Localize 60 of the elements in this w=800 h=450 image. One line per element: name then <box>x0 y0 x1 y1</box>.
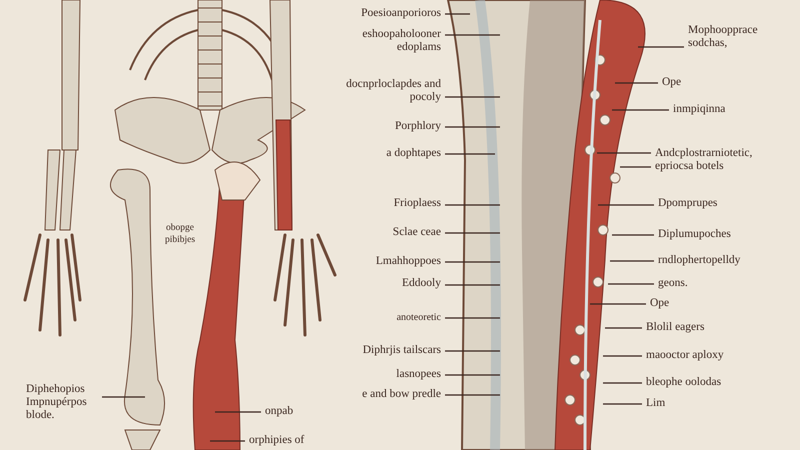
part-label: Lim <box>646 397 666 410</box>
leader-line <box>638 46 684 48</box>
part-label: Diplumupoches <box>658 228 732 241</box>
part-label: Frioplaess <box>392 197 441 210</box>
part-label: rndlophertopelldy <box>658 254 742 267</box>
part-label: bleophe oolodas <box>646 376 722 389</box>
leader-line <box>612 109 669 111</box>
part-label: Blolil eagers <box>646 321 706 334</box>
leader-line <box>215 411 261 413</box>
part-label: docnprloclapdes and pocoly <box>345 78 441 104</box>
part-label: Dpomprupes <box>658 197 718 210</box>
part-label: geons. <box>658 277 689 290</box>
leader-line <box>597 152 651 154</box>
leader-line <box>445 126 500 128</box>
leader-line <box>605 327 642 329</box>
part-label: onpab <box>265 405 294 418</box>
part-label: orphipies of <box>249 434 306 447</box>
part-label: anoteoretic <box>396 311 441 324</box>
part-label: Ope <box>662 76 682 89</box>
part-label: Andcplostrarniotetic, epriocsa botels <box>655 147 754 173</box>
leader-line <box>603 382 642 384</box>
leader-line <box>445 261 500 263</box>
part-label: Sclae ceae <box>392 226 441 239</box>
leader-line <box>612 234 654 236</box>
leader-line <box>608 283 654 285</box>
part-label: Diphrjis tailscars <box>362 344 441 357</box>
leader-line <box>603 403 642 405</box>
leader-line <box>445 394 500 396</box>
part-label: eshoopaholooner edoplams <box>361 28 441 54</box>
part-label: maooctor aploxy <box>646 349 725 362</box>
leader-line <box>102 396 145 398</box>
part-label: Eddooly <box>401 277 441 290</box>
leader-line <box>210 440 245 442</box>
leader-line <box>445 96 500 98</box>
leader-line <box>445 232 500 234</box>
part-label: Porphlory <box>394 120 441 133</box>
part-label: inmpiqinna <box>673 103 726 116</box>
part-label: Diphehopios Impnupérpos blode. <box>26 383 88 422</box>
leader-line <box>445 34 500 36</box>
part-label: Poesioanporioros <box>360 7 441 20</box>
leader-line <box>615 82 658 84</box>
leader-line <box>603 355 642 357</box>
leader-line <box>620 166 651 168</box>
part-label: Mophoopprace sodchas, <box>688 24 759 50</box>
part-label: lasnopees <box>395 368 441 381</box>
leader-line <box>598 204 654 206</box>
part-label: Lmahhoppoes <box>374 255 441 268</box>
leader-line <box>445 350 500 352</box>
part-label: e and bow predle <box>361 388 441 401</box>
leader-line <box>445 284 500 286</box>
part-label: a dophtapes <box>385 147 441 160</box>
leader-line <box>445 204 500 206</box>
leader-line <box>445 317 500 319</box>
part-label: Ope <box>650 297 670 310</box>
part-label: obopge pibibjes <box>164 222 196 246</box>
leader-line <box>445 13 470 15</box>
leader-line <box>445 374 500 376</box>
leader-line <box>610 260 654 262</box>
leader-line <box>445 153 495 155</box>
leader-line <box>590 303 646 305</box>
